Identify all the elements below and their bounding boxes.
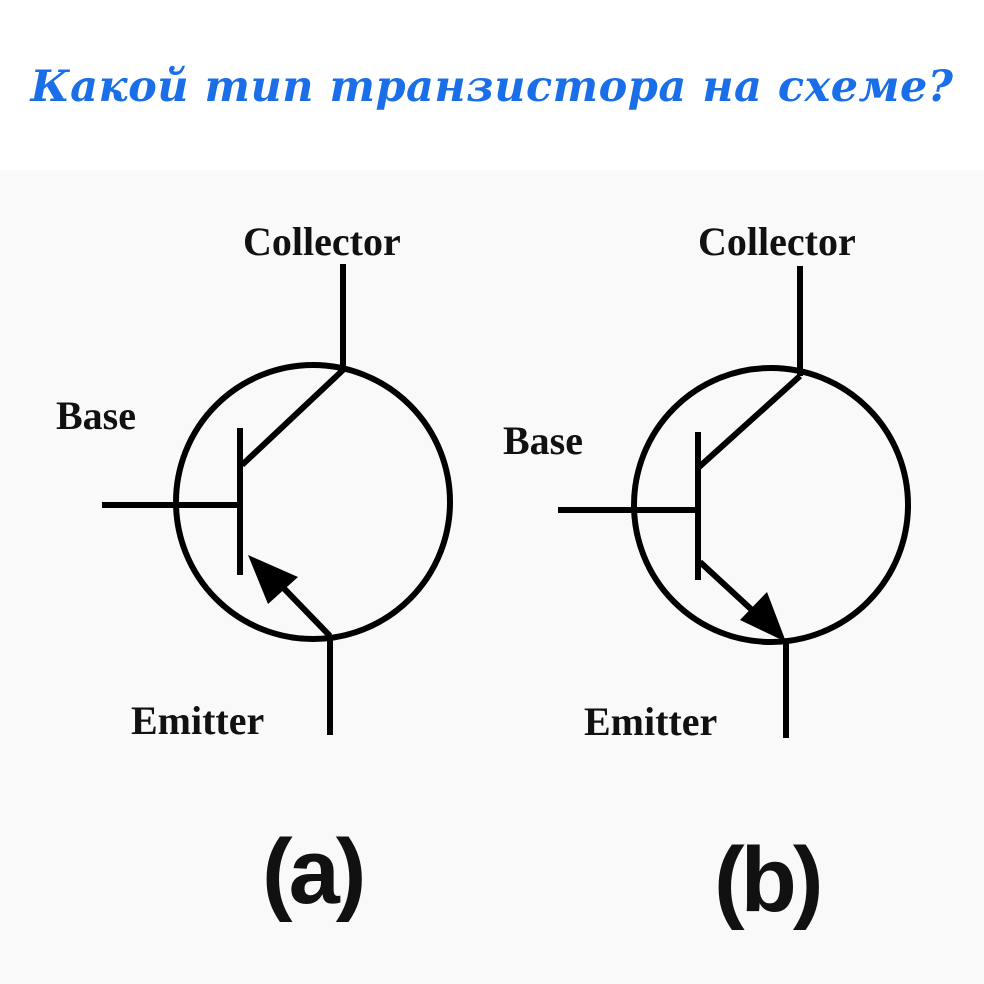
transistor-a-symbol xyxy=(102,264,453,735)
transistor-a-emitter-label: Emitter xyxy=(131,698,265,743)
transistor-a-collector-label: Collector xyxy=(243,219,401,264)
caption-a: (a) xyxy=(262,821,366,923)
transistor-b-arrow-icon xyxy=(740,592,786,642)
transistor-b-base-label: Base xyxy=(503,418,583,463)
transistor-b-emitter-label: Emitter xyxy=(584,699,718,744)
transistor-a-arrow-icon xyxy=(248,555,298,604)
transistor-b-symbol xyxy=(558,266,911,738)
transistor-b-circle xyxy=(631,365,911,645)
background-band xyxy=(0,170,984,984)
transistor-b-collector-line xyxy=(695,373,803,471)
transistor-b-collector-label: Collector xyxy=(698,219,856,264)
transistor-a-collector-line xyxy=(239,367,346,468)
transistor-a-base-label: Base xyxy=(56,393,136,438)
caption-b: (b) xyxy=(714,829,824,931)
question-title: Какой тип транзистора на схеме? xyxy=(30,62,954,112)
